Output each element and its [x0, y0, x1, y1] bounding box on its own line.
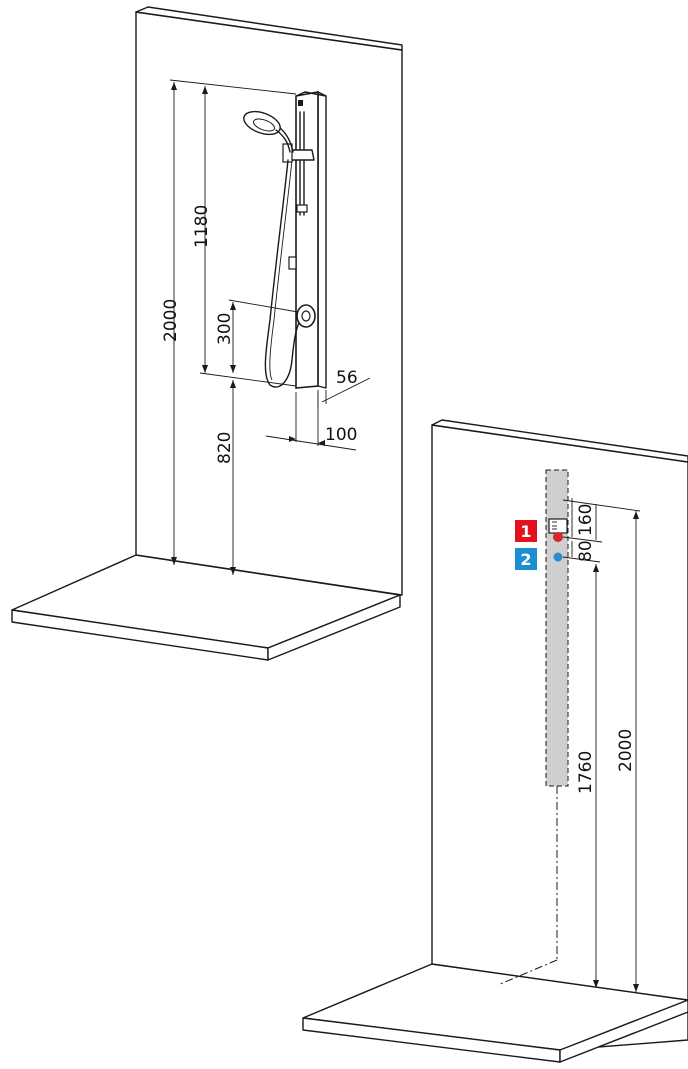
- mixer-outlet: [296, 304, 316, 328]
- floor-slab-edge-right: [267, 594, 401, 661]
- dim-160: 160: [576, 504, 596, 536]
- shower-handle-back: [279, 127, 294, 153]
- hot-supply-dot: [553, 532, 563, 542]
- badge-hot: [515, 520, 537, 542]
- shower-head-face: [253, 118, 275, 132]
- panel-top-edge-back: [304, 91, 327, 97]
- installed-dimensions: [169, 79, 371, 575]
- dim-2000-rough: 2000: [616, 729, 636, 772]
- rough-in-dimensions: [562, 498, 641, 992]
- dim-1760: 1760: [576, 751, 596, 794]
- shower-panel-side: [317, 91, 327, 389]
- dim-80: 80: [576, 540, 596, 562]
- dim-1180: 1180: [192, 205, 212, 248]
- floor-slab-rough-edge-right: [559, 999, 688, 1063]
- mixer-outlet-inner: [301, 310, 311, 322]
- shower-hose-inner: [269, 159, 293, 381]
- badge-cold-label: 2: [520, 550, 531, 569]
- shower-handle: [275, 129, 291, 153]
- shower-hose: [264, 159, 303, 388]
- dim-56: 56: [336, 368, 358, 388]
- connection-box: [548, 518, 568, 534]
- diverter-knob: [288, 256, 297, 270]
- dim-820: 820: [215, 432, 235, 464]
- rough-in-view: 1 2 160 80 1760 2000: [302, 419, 688, 1063]
- dim-300: 300: [215, 313, 235, 345]
- panel-cap: [298, 100, 303, 106]
- shower-head: [243, 110, 281, 136]
- dim-100: 100: [325, 425, 357, 445]
- back-wall-rough-top-edge: [431, 419, 688, 463]
- slider-clip: [282, 143, 293, 163]
- dim-2000-installed: 2000: [161, 299, 181, 342]
- rail-bracket: [296, 204, 308, 213]
- back-wall-top-edge: [135, 6, 403, 51]
- floor-centerline: [497, 959, 558, 986]
- installed-view: 2000 1180 300 820 56 100: [11, 6, 403, 661]
- panel-top-edge: [295, 91, 306, 97]
- installation-zone: [545, 469, 569, 787]
- badge-cold: [515, 548, 537, 570]
- cold-supply-dot: [553, 552, 563, 562]
- badge-hot-label: 1: [520, 522, 531, 541]
